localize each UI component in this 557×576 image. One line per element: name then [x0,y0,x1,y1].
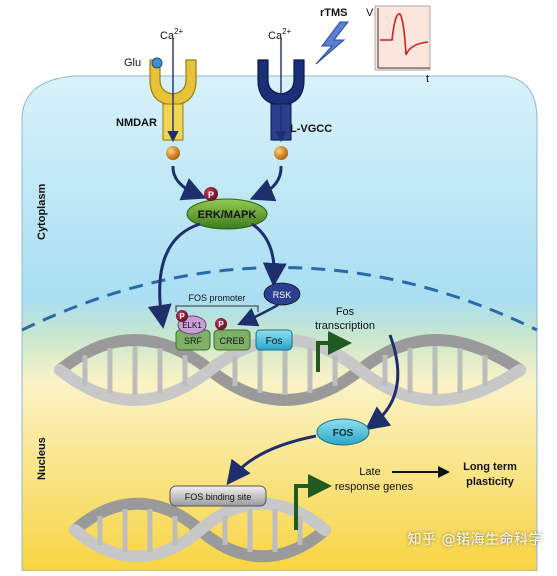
nmdar-label: NMDAR [116,117,157,129]
erk-mapk-label: ERK/MAPK [198,209,257,221]
cytoplasm-label: Cytoplasm [36,184,48,240]
arrow-rsk-creb [237,303,279,327]
arrow-ca-left-erk [171,165,207,201]
transcription-arrow-1 [316,331,352,372]
rsk-label: RSK [273,290,292,300]
ltp-line2: plasticity [466,476,515,488]
cell-body [21,75,538,572]
glu-label: Glu [124,57,141,69]
elk1-phospho-badge [176,310,188,322]
erk-phospho-badge [204,187,218,201]
watermark-text: 知乎 @锘海生命科学 [407,532,543,548]
fos-gene-node [255,329,293,351]
fos-protein-label: FOS [333,428,354,439]
nuclear-envelope [21,266,538,332]
arrow-erk-rsk [251,222,287,287]
fos-protein-node [316,418,370,446]
elk1-label: ELK1 [182,321,202,330]
graph-v-label: V [366,7,374,19]
rsk-node [263,282,301,306]
voltage-graph [374,5,431,71]
creb-phospho-label: P [218,320,224,329]
fos-gene-label: Fos [266,336,283,347]
erk-mapk-node [186,198,268,230]
arrow-erk-elk1 [147,222,201,329]
ltp-line1: Long term [463,461,517,473]
lvgcc-label: L-VGCC [290,123,332,135]
lightning-icon [315,21,350,65]
creb-node [213,329,251,351]
arrow-fos-binding [226,434,317,486]
fos-promoter-label: FOS promoter [188,293,245,303]
srf-label: SRF [184,336,203,346]
late-response-line1: Late [359,466,380,478]
ca-ion-left [166,146,180,160]
ca-ion-right [274,146,288,160]
late-response-line2: response genes [335,481,414,493]
fos-transcription-line1: Fos [336,306,355,318]
creb-label: CREB [219,336,244,346]
ca-left-label: Ca2+ [160,27,184,42]
rtms-label: rTMS [320,7,348,19]
fos-transcription-line2: transcription [315,320,375,332]
fos-binding-site-node [169,485,267,507]
dna-helix-lower [69,497,331,563]
erk-phospho-label: P [208,190,214,200]
arrow-transcription-fos [364,334,400,431]
transcription-arrow-2 [294,474,332,530]
arrow-ca-right-erk [249,165,283,202]
creb-phospho-badge [215,318,227,330]
elk1-phospho-label: P [179,312,185,321]
ca-right-label: Ca2+ [268,27,292,42]
graph-t-label: t [426,73,429,85]
nucleus-label: Nucleus [36,437,48,480]
glutamate-ball [151,57,163,69]
fos-binding-site-label: FOS binding site [185,492,252,502]
fos-promoter-bracket [175,305,259,312]
